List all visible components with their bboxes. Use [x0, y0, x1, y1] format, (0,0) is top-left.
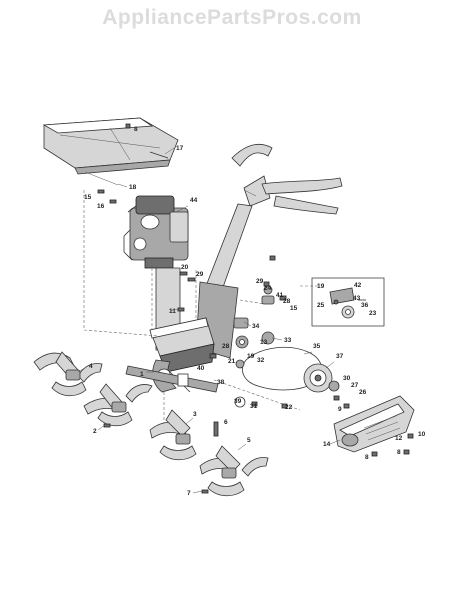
tine-shaft: [125, 365, 219, 393]
callout-37: 37: [336, 353, 344, 360]
handlebar: [205, 143, 343, 291]
watermark-text: AppliancePartsPros.com: [102, 6, 362, 29]
callout-3: 3: [193, 411, 197, 418]
callout-27: 27: [351, 382, 359, 389]
engine: [123, 195, 189, 269]
callout-7: 7: [187, 490, 191, 497]
callout-8: 8: [365, 454, 369, 461]
callout-42: 42: [354, 282, 362, 289]
callout-1: 1: [140, 371, 144, 378]
callout-17: 17: [176, 145, 184, 152]
callout-4: 4: [89, 363, 93, 370]
callout-26: 26: [359, 389, 367, 396]
callout-8: 8: [397, 449, 401, 456]
tine-assembly-left: [33, 351, 153, 427]
callout-38: 38: [217, 379, 225, 386]
callout-2: 2: [93, 428, 97, 435]
callout-39: 39: [234, 398, 242, 405]
callout-15: 15: [84, 194, 92, 201]
callout-28: 28: [222, 343, 230, 350]
callout-16: 16: [97, 203, 105, 210]
callout-leaders: [77, 147, 341, 494]
belt-drive: [233, 285, 340, 408]
callout-32: 32: [257, 357, 265, 364]
callout-20: 20: [181, 264, 189, 271]
callout-15: 15: [290, 305, 298, 312]
callout-31: 31: [250, 403, 258, 410]
hardware-bolts: [97, 123, 414, 494]
callout-36: 36: [361, 302, 369, 309]
transmission-frame: [149, 267, 239, 393]
callout-14: 14: [323, 441, 331, 448]
callout-13: 13: [260, 339, 268, 346]
callout-33: 33: [284, 337, 292, 344]
callout-12: 12: [395, 435, 403, 442]
callout-5: 5: [247, 437, 251, 444]
callout-8: 8: [134, 126, 138, 133]
callout-30: 30: [343, 375, 351, 382]
callout-29: 29: [196, 271, 204, 278]
callout-6: 6: [224, 419, 228, 426]
callout-41: 41: [276, 292, 284, 299]
belt-cover: [333, 395, 415, 453]
tine-assembly-right: [149, 409, 269, 497]
callout-21: 21: [228, 358, 236, 365]
callout-19: 19: [317, 283, 325, 290]
callout-18: 18: [129, 184, 137, 191]
callout-34: 34: [252, 323, 260, 330]
tine-shield: [42, 117, 179, 186]
callout-19: 19: [247, 353, 255, 360]
callout-44: 44: [190, 197, 198, 204]
callout-25: 25: [317, 302, 325, 309]
callout-11: 11: [169, 308, 176, 315]
detail-inset-box: [311, 277, 385, 327]
callout-10: 10: [418, 431, 426, 438]
callout-40: 40: [197, 365, 205, 372]
callout-24: 24: [264, 285, 272, 292]
callout-28: 28: [283, 298, 291, 305]
callout-23: 23: [369, 310, 377, 317]
callout-43: 43: [353, 295, 361, 302]
callout-29: 29: [256, 278, 264, 285]
callout-35: 35: [313, 343, 321, 350]
callout-9: 9: [338, 406, 342, 413]
callout-22: 22: [285, 404, 293, 411]
callout-labels: 8 17 18 15 16 44 20 29 29 24 41 28 15 11…: [84, 126, 426, 497]
